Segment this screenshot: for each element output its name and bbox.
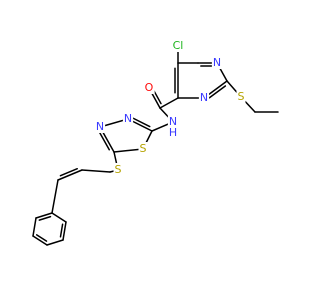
atom-labels: Cl O N N S N H N N S S <box>94 39 246 176</box>
atom-label-background <box>236 90 246 103</box>
atom-label-background <box>122 112 134 125</box>
atom-label-background <box>143 81 155 94</box>
bond-ph4-ph5 <box>46 239 64 246</box>
atom-label-background <box>94 120 106 133</box>
bond-cha-chb <box>57 169 83 181</box>
bond-ph5-ph6 <box>62 221 67 241</box>
bond-nt4-ct5-double <box>98 131 111 151</box>
atom-s-ethyl: S <box>238 90 245 103</box>
atom-label-background <box>198 91 210 104</box>
bond-c4-camide <box>159 97 179 109</box>
bond-ph3-ph4-double <box>35 234 48 242</box>
bond-ct2-nt3-double <box>132 117 151 128</box>
bond-chb-ph1 <box>51 179 59 214</box>
bond-ph1-ph2-double <box>38 215 52 221</box>
bond-ph2-ph3 <box>32 217 37 237</box>
atom-n-pyrimidine-a: N <box>213 56 221 69</box>
bond-ph5-ph6-double <box>59 223 64 238</box>
atom-n-thiadiazole-b: N <box>96 120 104 133</box>
bond-ph1-ph2 <box>35 212 53 219</box>
atom-o: O <box>145 81 154 94</box>
atom-label-background <box>167 115 179 128</box>
bonds <box>32 45 279 246</box>
bond-c2-n3-double <box>208 85 227 99</box>
molecule-structure-diagram: Cl O N N S N H N N S S <box>32 39 279 246</box>
atom-label-background <box>211 56 223 69</box>
atom-n-thiadiazole-a: N <box>124 112 132 125</box>
atom-label-background <box>167 126 179 139</box>
atom-n-amide: N <box>169 115 177 128</box>
bond-ph3-ph4 <box>32 235 48 246</box>
bond-ct5-st1 <box>113 148 144 153</box>
atom-label-background <box>138 142 148 155</box>
atom-n-pyrimidine-b: N <box>200 91 208 104</box>
atom-s-thioether: S <box>115 163 122 176</box>
atom-h-amide: H <box>169 126 177 139</box>
bond-cha-chb-double <box>59 167 78 177</box>
bond-ph6-ph1 <box>51 212 67 223</box>
atom-s-thiadiazole: S <box>140 142 147 155</box>
atom-label-background <box>171 39 185 52</box>
atom-label-background <box>113 163 123 176</box>
atom-cl: Cl <box>173 39 184 52</box>
bond-ch2-cha <box>81 169 111 173</box>
